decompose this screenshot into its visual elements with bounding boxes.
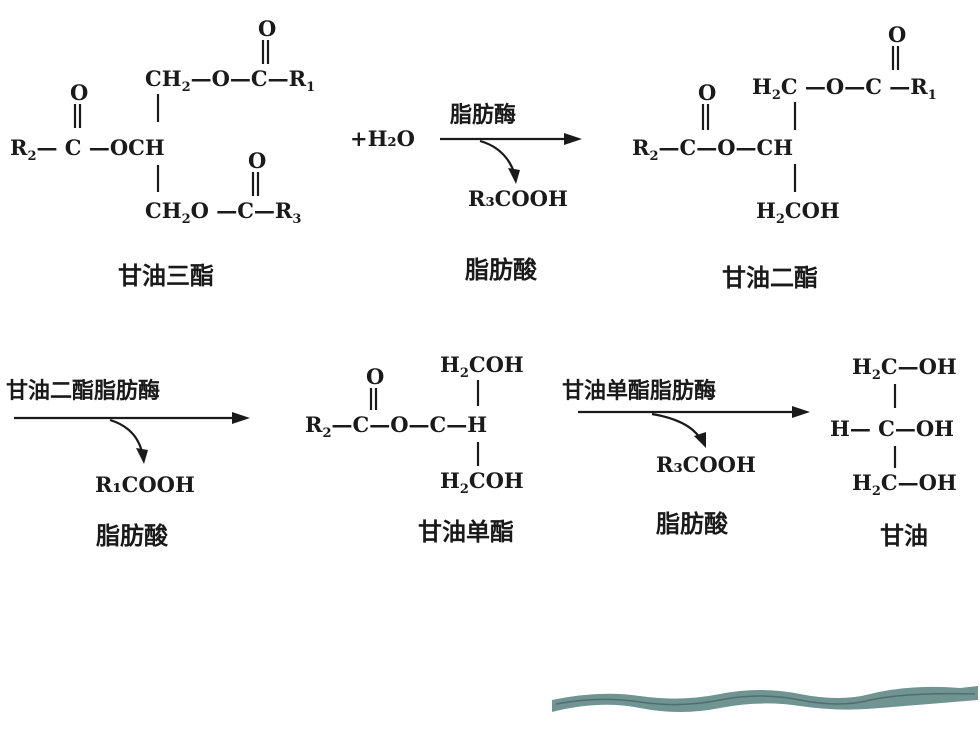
reaction-arrow-1 bbox=[440, 133, 582, 184]
svg-text:R2— C —OCH: R2— C —OCH bbox=[10, 135, 165, 164]
r3cooh-product-1: R₃COOH bbox=[468, 186, 568, 211]
decorative-wave-highlight bbox=[555, 692, 976, 706]
monoglyceride-structure: H2COH O R2—C—O—C—H H2COH bbox=[305, 352, 524, 497]
reaction-arrow-3 bbox=[578, 406, 810, 448]
diglyceride-lipase-enzyme-label: 甘油二酯脂肪酶 bbox=[6, 378, 160, 404]
svg-text:H2C—OH: H2C—OH bbox=[852, 354, 957, 383]
triglyceride-structure: O CH2—O—C—R1 O R2— C —OCH O CH2O —C—R3 bbox=[10, 16, 315, 227]
fatty-acid-label-2: 脂肪酸 bbox=[96, 522, 169, 550]
diglyceride-label: 甘油二酯 bbox=[722, 264, 818, 292]
svg-text:O: O bbox=[258, 16, 276, 41]
svg-text:H2COH: H2COH bbox=[756, 198, 840, 227]
svg-text:CH2—O—C—R1: CH2—O—C—R1 bbox=[145, 66, 315, 95]
triglyceride-label: 甘油三酯 bbox=[118, 262, 214, 290]
svg-text:R2—C—O—C—H: R2—C—O—C—H bbox=[305, 412, 487, 441]
reaction-arrow-2 bbox=[14, 412, 250, 464]
glycerol-label: 甘油 bbox=[880, 522, 928, 550]
monoglyceride-label: 甘油单酯 bbox=[418, 518, 514, 546]
diglyceride-structure: O H2C —O—C —R1 O R2—C—O—CH H2COH bbox=[632, 22, 937, 227]
svg-text:O: O bbox=[366, 364, 384, 389]
svg-text:H2C—OH: H2C—OH bbox=[852, 470, 957, 499]
svg-text:H2C —O—C —R1: H2C —O—C —R1 bbox=[752, 74, 937, 103]
svg-text:O: O bbox=[70, 80, 88, 105]
fatty-acid-label-3: 脂肪酸 bbox=[656, 510, 729, 538]
monoglyceride-lipase-enzyme-label: 甘油单酯脂肪酶 bbox=[562, 378, 716, 404]
svg-text:R2—C—O—CH: R2—C—O—CH bbox=[632, 135, 793, 164]
r3cooh-product-2: R₃COOH bbox=[656, 452, 756, 477]
svg-text:O: O bbox=[248, 148, 266, 173]
glycerol-structure: H2C—OH H— C—OH H2C—OH bbox=[830, 354, 957, 499]
decorative-wave bbox=[552, 686, 978, 712]
r1cooh-product: R₁COOH bbox=[95, 472, 195, 497]
svg-text:O: O bbox=[888, 22, 906, 47]
svg-text:O: O bbox=[698, 80, 716, 105]
svg-text:H2COH: H2COH bbox=[440, 352, 524, 381]
svg-text:H2COH: H2COH bbox=[440, 468, 524, 497]
fatty-acid-label-1: 脂肪酸 bbox=[465, 256, 538, 284]
svg-text:CH2O —C—R3: CH2O —C—R3 bbox=[145, 198, 301, 227]
water-reagent: +H₂O bbox=[350, 126, 415, 151]
lipase-enzyme-label: 脂肪酶 bbox=[450, 102, 516, 128]
svg-text:H— C—OH: H— C—OH bbox=[830, 416, 954, 441]
